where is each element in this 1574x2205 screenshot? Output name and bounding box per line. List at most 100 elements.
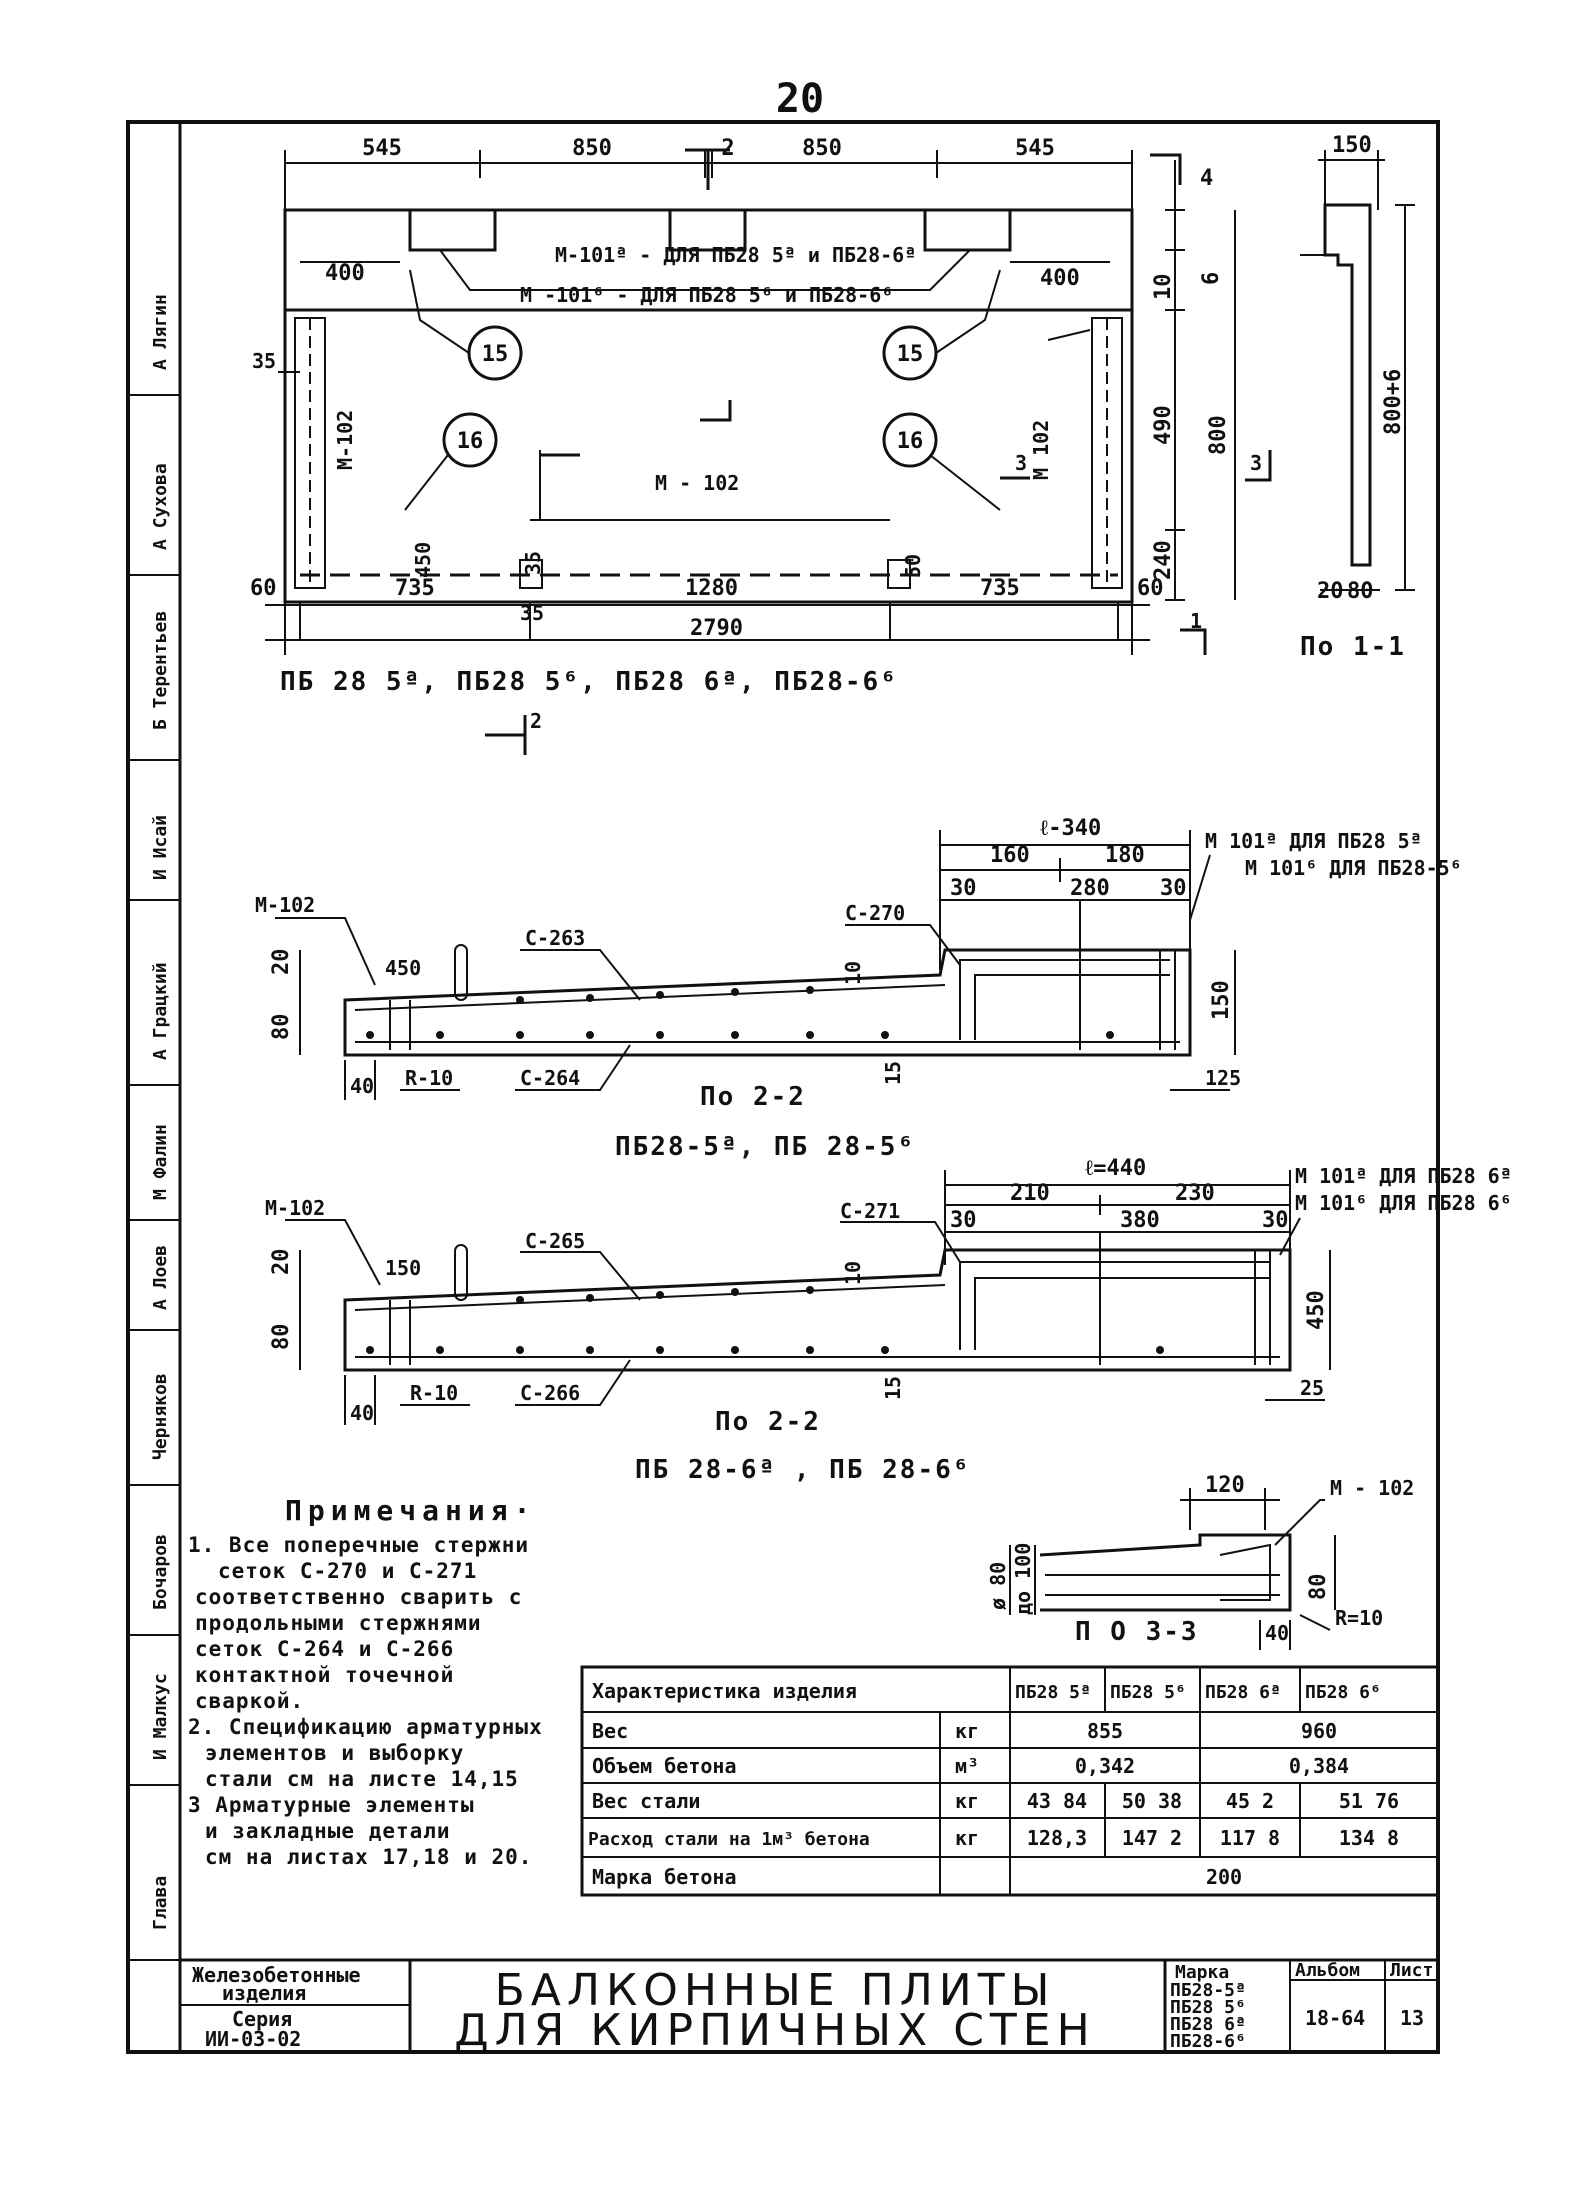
notes-line: продольными стержнями	[195, 1611, 482, 1635]
section22b-label: R-10	[410, 1381, 458, 1405]
section22a-section-label: По 2-2	[700, 1082, 806, 1112]
plan-mark-m101b: М -101⁶ - ДЛЯ ПБ28 5⁶ и ПБ28-6⁶	[520, 283, 893, 307]
spec-row-name: Вес стали	[592, 1789, 700, 1813]
title-org-line1: Железобетонные	[192, 1963, 361, 1987]
svg-text:15: 15	[482, 342, 509, 367]
stamp-name: Б Терентьев	[150, 611, 171, 730]
notes-line: 1. Все поперечные стержни	[188, 1533, 529, 1557]
stamp-name: А Лоев	[150, 1245, 171, 1310]
title-marka-label: Марка	[1175, 1962, 1229, 1983]
section33-dim: 80	[1306, 1574, 1331, 1601]
stamp-name: А Грацкий	[150, 962, 171, 1060]
spec-cell: 200	[1206, 1865, 1242, 1889]
notes-line: соответственно сварить с	[195, 1585, 522, 1609]
section22b-profile	[343, 1248, 1292, 1372]
spec-cell: 50 38	[1122, 1789, 1182, 1813]
section22b-dim: 30	[950, 1208, 977, 1233]
plan-right-dim: 800	[1206, 415, 1231, 455]
plan-sec3-mark: 3	[1015, 451, 1027, 475]
plan-caption: ПБ 28 5ª, ПБ28 5⁶, ПБ28 6ª, ПБ28-6⁶	[280, 667, 898, 697]
spec-cell: 0,384	[1289, 1754, 1349, 1778]
title-sheet-value: 13	[1400, 2006, 1424, 2030]
spec-row-name: Расход стали на 1м³ бетона	[588, 1829, 870, 1850]
section-2-2-a: ℓ-340 160 180 30 280 30 М 101ª ДЛЯ ПБ28 …	[255, 816, 1462, 1162]
section22b-dim: 10	[841, 1261, 865, 1285]
plan-dim-400-right: 400	[1040, 266, 1080, 291]
spec-header: ПБ28 5ª	[1015, 1682, 1091, 1703]
plan-dim-50: 50	[901, 554, 925, 578]
section22b-b-label: ℓ=440	[1085, 1156, 1146, 1181]
section22b-label: 40	[350, 1401, 374, 1425]
section22b-label: М-102	[265, 1196, 325, 1220]
spec-header: Характеристика изделия	[592, 1679, 857, 1703]
section22a-dim: 30	[1160, 876, 1187, 901]
section11-dim: 800+6	[1381, 369, 1406, 435]
section22b-label: С-266	[520, 1381, 580, 1405]
spec-row-unit: кг	[955, 1826, 979, 1850]
section11-dim: 80	[1347, 579, 1374, 604]
notes-line: и закладные детали	[205, 1819, 451, 1843]
notes-line: элементов и выборку	[205, 1741, 464, 1765]
notes-line: сеток С-264 и С-266	[195, 1637, 454, 1661]
section22a-dim: 20	[269, 949, 294, 976]
position-bubble	[882, 412, 938, 468]
notes-line: сеток С-270 и С-271	[218, 1559, 477, 1583]
title-series-label: Серия	[232, 2007, 292, 2031]
spec-table: Характеристика изделия ПБ28 5ª ПБ28 5⁶ П…	[580, 1665, 1440, 1897]
section22b-dim: 380	[1120, 1208, 1160, 1233]
section11-dim: 20	[1317, 579, 1344, 604]
section22a-dim: 160	[990, 843, 1030, 868]
section22a-profile	[343, 948, 1192, 1057]
section22a-dim: 15	[881, 1061, 905, 1085]
spec-row-name: Объем бетона	[592, 1754, 737, 1778]
page-number: 20	[776, 76, 824, 122]
notes-line: 3 Арматурные элементы	[188, 1793, 475, 1817]
section22a-caption: ПБ28-5ª, ПБ 28-5⁶	[615, 1132, 915, 1162]
title-main-line2: ДЛЯ КИРПИЧНЫХ СТЕН	[454, 2005, 1095, 2056]
stamp-strip: А Лягин А Сухова Б Терентьев И Исай А Гр…	[128, 294, 180, 1961]
section22a-dim: 180	[1105, 843, 1145, 868]
stamp-name: Бочаров	[150, 1534, 171, 1610]
section33-label: М - 102	[1330, 1476, 1414, 1500]
plan-m102-left: М-102	[333, 410, 357, 470]
section22b-section-label: По 2-2	[715, 1407, 821, 1437]
plan-total-width: 2790	[690, 616, 743, 641]
plan-top-dim: 850	[572, 136, 612, 161]
spec-header: ПБ28 6ª	[1205, 1682, 1281, 1703]
section33-profile	[1039, 1533, 1292, 1612]
section22b-dim: 25	[1300, 1376, 1324, 1400]
section-1-1: 150 800+6 20 80 По 1-1	[1300, 133, 1415, 662]
section11-dim: 150	[1332, 133, 1372, 158]
plan-dim-400-left: 400	[325, 261, 365, 286]
plan-right-dim: 240	[1151, 540, 1176, 580]
plan-right-dim: 4	[1200, 166, 1213, 191]
plan-bottom-dim: 1280	[685, 576, 738, 601]
spec-cell: 128,3	[1027, 1826, 1087, 1850]
section22b-dim: 210	[1010, 1181, 1050, 1206]
section22a-dim: 10	[841, 961, 865, 985]
spec-cell: 147 2	[1122, 1826, 1182, 1850]
stamp-name: М Фалин	[150, 1124, 171, 1200]
section22a-dim-l: 450	[385, 956, 421, 980]
section11-profile	[1323, 203, 1372, 567]
spec-header: ПБ28 6⁶	[1305, 1682, 1381, 1703]
section22b-caption: ПБ 28-6ª , ПБ 28-6⁶	[635, 1455, 970, 1485]
plan-right-dim: 6	[1199, 272, 1224, 285]
title-album-label: Альбом	[1295, 1960, 1360, 1981]
spec-row-unit: кг	[955, 1789, 979, 1813]
plan-right-dim: 10	[1151, 274, 1176, 301]
spec-row-name: Вес	[592, 1719, 628, 1743]
notes-line: 2. Спецификацию арматурных	[188, 1715, 543, 1739]
section22b-dim: 30	[1262, 1208, 1289, 1233]
plan-view: 545 850 2 850 545 М-101ª - ДЛЯ ПБ28 5ª и…	[250, 136, 1272, 755]
plan-sec2-mark: 2	[530, 709, 542, 733]
section-2-2-b: ℓ=440 210 230 30 380 30 М 101ª ДЛЯ ПБ28 …	[265, 1156, 1512, 1485]
title-org-line2: изделия	[222, 1981, 306, 2005]
position-bubble	[442, 412, 498, 468]
stamp-name: А Лягин	[150, 294, 171, 370]
plan-top-dim: 850	[802, 136, 842, 161]
section22a-dim: 80	[269, 1014, 294, 1041]
plan-sec3-right: 3	[1250, 451, 1262, 475]
section22b-dim-l: 150	[385, 1256, 421, 1280]
